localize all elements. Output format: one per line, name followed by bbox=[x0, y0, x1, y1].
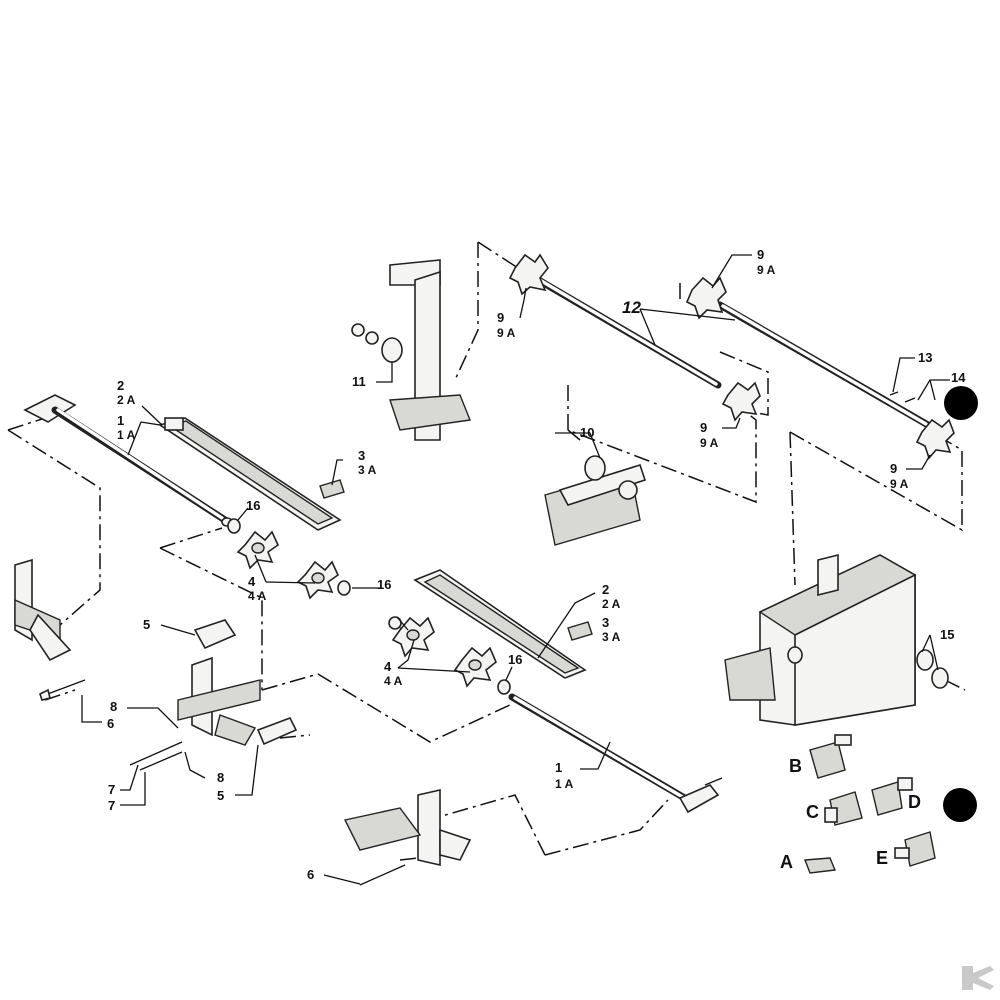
star-knob-9-d bbox=[915, 418, 955, 460]
star-knob-9-c bbox=[685, 276, 727, 320]
callout-5-upper: 5 bbox=[143, 617, 150, 632]
bearing-15-a bbox=[916, 649, 934, 671]
variant-label-d: D bbox=[908, 792, 921, 812]
variant-part-c-drawing bbox=[824, 791, 863, 826]
callout-2-upper: 2 bbox=[117, 378, 124, 393]
frame-post-lower bbox=[343, 788, 472, 886]
callout-7-a: 7 bbox=[108, 782, 115, 797]
gearbox-frame bbox=[724, 553, 949, 726]
star-knob-4-b bbox=[296, 560, 340, 600]
shaft-handle-lower bbox=[678, 784, 720, 814]
callout-16-mid: 16 bbox=[377, 577, 391, 592]
shaft-lower bbox=[508, 693, 723, 814]
callout-6-lower: 6 bbox=[307, 867, 314, 882]
frame-post-left bbox=[14, 558, 72, 662]
clip-3-upper bbox=[319, 479, 345, 499]
star-knob-4-a bbox=[236, 530, 280, 570]
callout-9a-b: 9 A bbox=[700, 436, 719, 450]
callout-3-upper: 3 bbox=[358, 448, 365, 463]
bracket-5-lower bbox=[256, 716, 298, 746]
bracket-rail-upper bbox=[158, 417, 342, 531]
callout-labels: 2 2 A 1 1 A 3 3 A 16 4 4 A 16 5 8 6 7 7 … bbox=[107, 247, 966, 882]
callout-13: 13 bbox=[918, 350, 932, 365]
callout-10: 10 bbox=[580, 425, 594, 440]
washer-16-mid bbox=[337, 580, 351, 596]
bearing-10-assembly bbox=[544, 455, 647, 546]
callout-2a-lower: 2 A bbox=[602, 597, 621, 611]
variant-label-e: E bbox=[876, 848, 888, 868]
callout-11: 11 bbox=[352, 374, 366, 389]
callout-1a-upper: 1 A bbox=[117, 428, 136, 442]
leader-lines bbox=[81, 254, 950, 885]
star-knob-9-a bbox=[508, 253, 549, 296]
star-knob-4-d bbox=[453, 646, 497, 688]
callout-9-d: 9 bbox=[890, 461, 897, 476]
bracket-5-assembly bbox=[129, 619, 298, 771]
callout-9a-a: 9 A bbox=[497, 326, 516, 340]
callout-2a-upper: 2 A bbox=[117, 393, 136, 407]
washer-16-lower bbox=[497, 679, 511, 695]
bearing-11 bbox=[381, 337, 403, 363]
callout-9a-c: 9 A bbox=[757, 263, 776, 277]
bearing-10 bbox=[584, 455, 606, 481]
variant-part-d-drawing bbox=[871, 777, 913, 816]
callout-9-a: 9 bbox=[497, 310, 504, 325]
callout-15: 15 bbox=[940, 627, 954, 642]
callout-3a-upper: 3 A bbox=[358, 463, 377, 477]
callout-3-lower: 3 bbox=[602, 615, 609, 630]
callout-4a-upper: 4 A bbox=[248, 589, 267, 603]
callout-8-upper: 8 bbox=[110, 699, 117, 714]
bearing-15-b bbox=[931, 667, 949, 689]
callout-16-upper: 16 bbox=[246, 498, 260, 513]
marker-dot-upper bbox=[944, 386, 978, 420]
marker-dot-lower bbox=[943, 788, 977, 822]
callout-7-b: 7 bbox=[108, 798, 115, 813]
shaft-12-b bbox=[685, 276, 955, 460]
callout-8-lower: 8 bbox=[217, 770, 224, 785]
callout-1a-lower: 1 A bbox=[555, 777, 574, 791]
variant-part-e-drawing bbox=[894, 831, 936, 867]
bolt-6-upper bbox=[44, 679, 86, 696]
shaft-upper-left bbox=[23, 394, 241, 534]
shaft-handle-upper bbox=[23, 394, 77, 423]
washer-16-lower-left bbox=[388, 616, 402, 630]
variant-part-a-drawing bbox=[804, 857, 837, 874]
frame-post-upper-center bbox=[351, 259, 471, 441]
callout-1-upper: 1 bbox=[117, 413, 124, 428]
star-knob-4-c bbox=[391, 616, 435, 658]
variant-label-a: A bbox=[780, 852, 793, 872]
callout-4-lower: 4 bbox=[384, 659, 392, 674]
callout-9-c: 9 bbox=[757, 247, 764, 262]
callout-2-lower: 2 bbox=[602, 582, 609, 597]
washer-16-upper bbox=[227, 518, 241, 534]
callout-4-upper: 4 bbox=[248, 574, 256, 589]
callout-4a-lower: 4 A bbox=[384, 674, 403, 688]
callout-9a-d: 9 A bbox=[890, 477, 909, 491]
variant-label-c: C bbox=[806, 802, 819, 822]
clip-3-lower bbox=[567, 621, 593, 641]
callout-3a-lower: 3 A bbox=[602, 630, 621, 644]
shaft-12-a bbox=[508, 253, 761, 422]
callout-12: 12 bbox=[622, 298, 641, 317]
callout-5-lower: 5 bbox=[217, 788, 224, 803]
variant-part-b-drawing bbox=[809, 734, 852, 779]
callout-16-lower: 16 bbox=[508, 652, 522, 667]
callout-14: 14 bbox=[951, 370, 966, 385]
variant-label-b: B bbox=[789, 756, 802, 776]
callout-6-upper: 6 bbox=[107, 716, 114, 731]
watermark-logo bbox=[962, 966, 994, 990]
star-knob-9-b bbox=[721, 381, 761, 422]
callout-9-b: 9 bbox=[700, 420, 707, 435]
bracket-rail-lower bbox=[413, 569, 587, 679]
callout-1-lower: 1 bbox=[555, 760, 562, 775]
